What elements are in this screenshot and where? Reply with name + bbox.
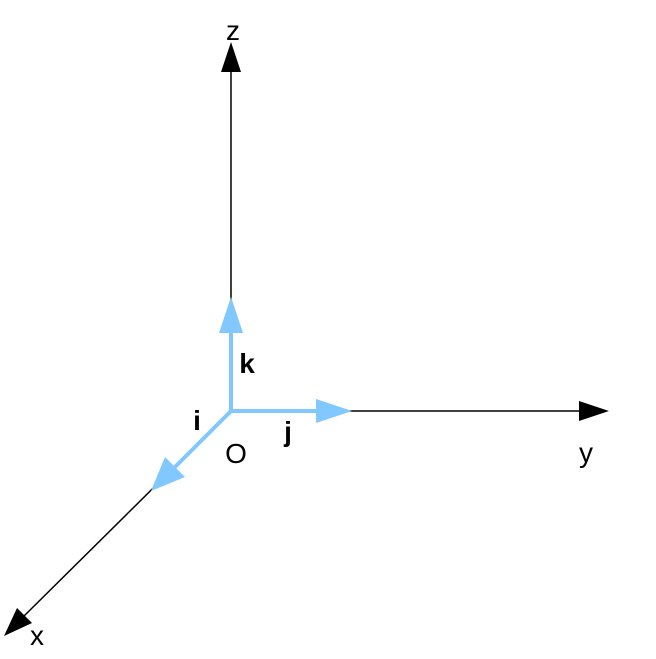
axes xyxy=(4,42,609,636)
j-vector-label: j xyxy=(283,416,292,447)
z-axis-label: z xyxy=(226,15,240,46)
j-vector-arrowhead xyxy=(316,399,352,423)
i-vector-line xyxy=(170,409,233,472)
y-axis-label: y xyxy=(579,437,593,468)
origin-label: O xyxy=(225,438,247,469)
i-vector-label: i xyxy=(193,405,201,436)
x-axis-arrowhead xyxy=(4,608,32,636)
k-vector-arrowhead xyxy=(219,297,243,333)
k-vector-label: k xyxy=(239,348,255,379)
unit-vectors xyxy=(151,297,352,491)
y-axis-arrowhead xyxy=(579,401,609,421)
x-axis-label: x xyxy=(30,620,44,651)
z-axis-arrowhead xyxy=(221,42,241,72)
i-vector-arrowhead xyxy=(151,457,185,491)
